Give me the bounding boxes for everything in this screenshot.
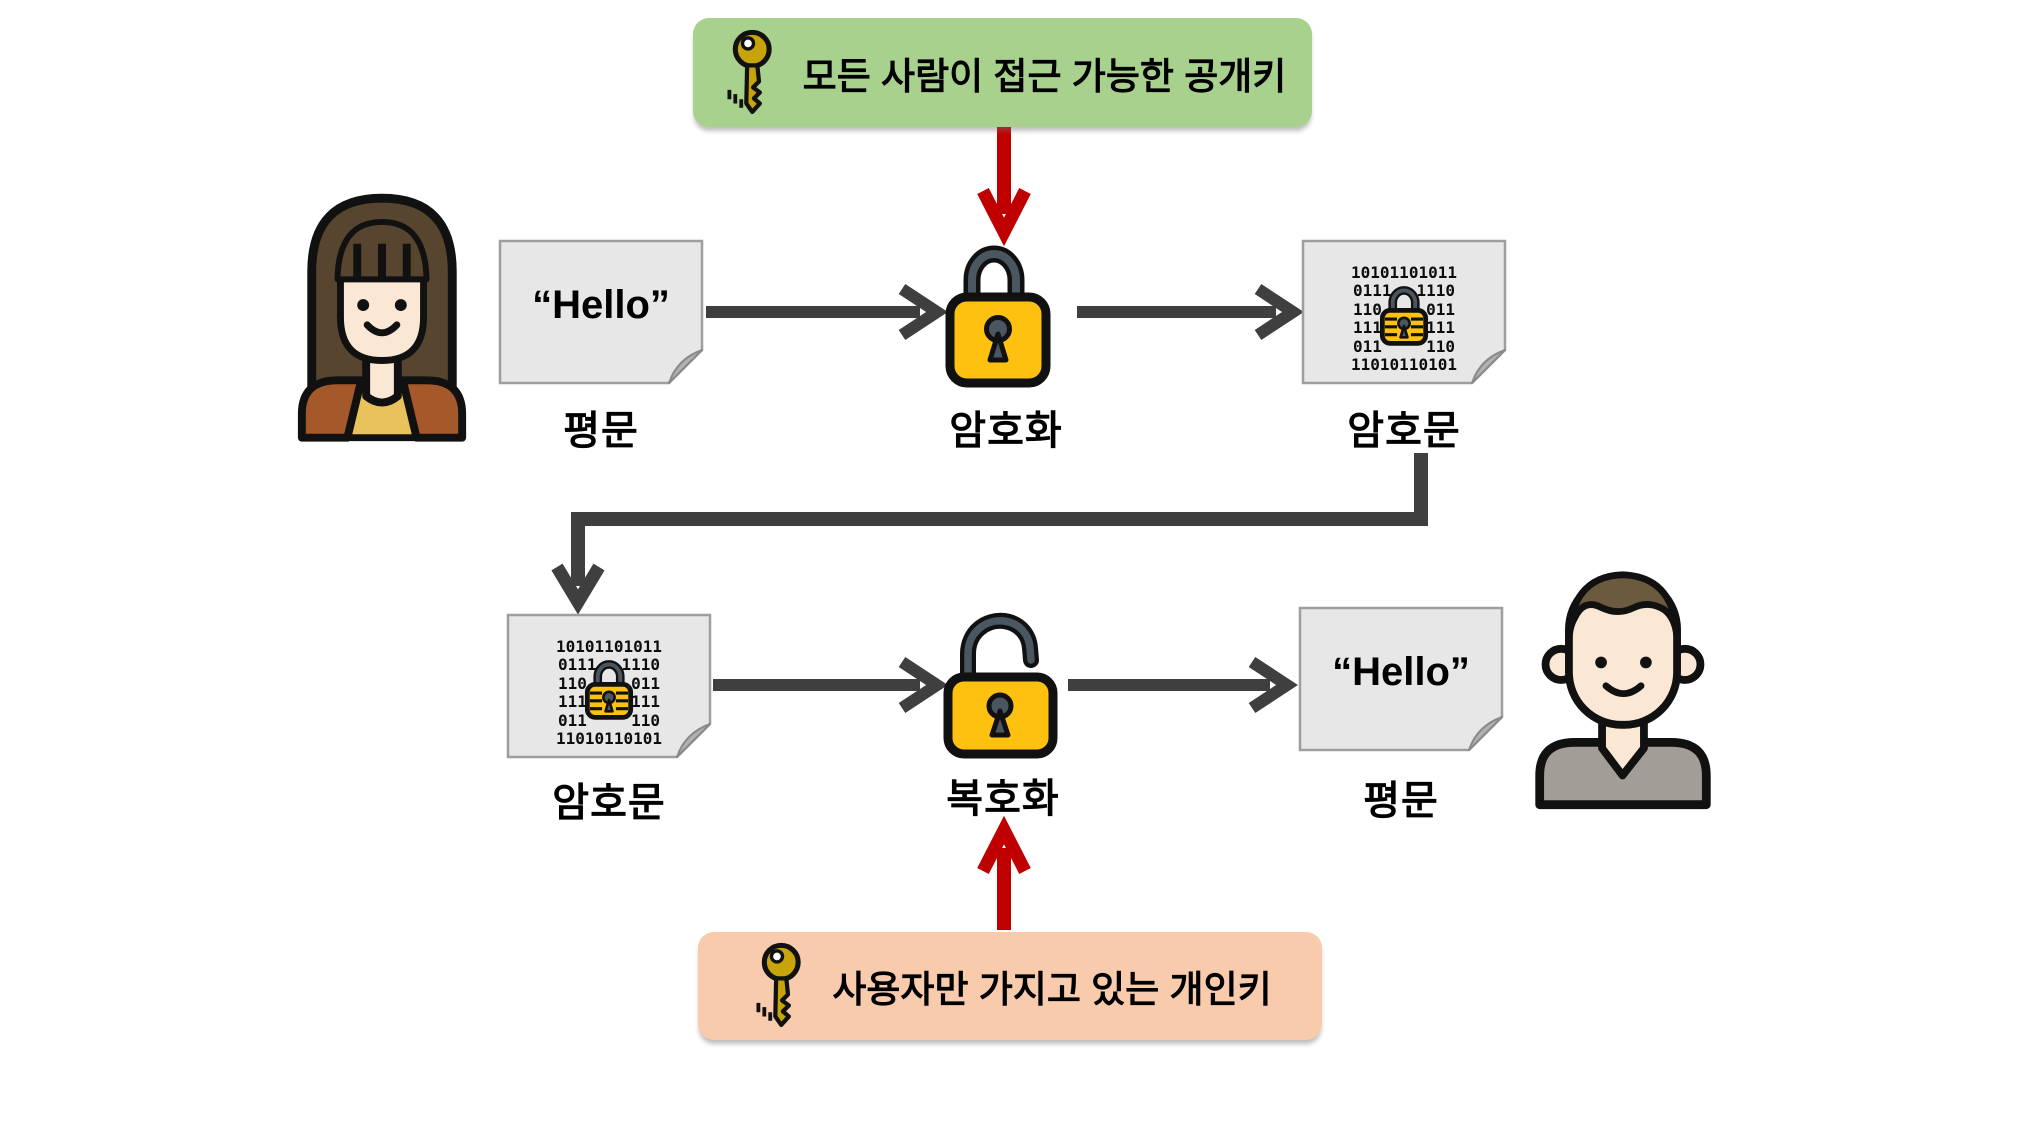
key-icon <box>727 29 772 114</box>
key-icon <box>756 942 802 1028</box>
encryption-to-ciphertext-arrow <box>1077 283 1304 341</box>
folded-corner <box>1468 716 1503 751</box>
folded-corner <box>668 349 703 384</box>
plaintext-label-receiver: 평문 <box>1363 779 1439 823</box>
bang-notch <box>378 243 386 280</box>
closed-padlock-icon <box>945 245 1051 388</box>
private-key-to-decryption-arrow <box>977 815 1031 930</box>
plaintext-message: “Hello” <box>532 282 670 327</box>
ciphertext-label-sender: 암호문 <box>1347 409 1461 453</box>
folded-corner <box>676 723 711 758</box>
public-key-to-encryption-arrow <box>977 127 1031 247</box>
open-padlock-icon <box>943 612 1058 759</box>
public-key-banner-label: 모든 사람이 접근 가능한 공개키 <box>802 55 1287 97</box>
decryption-label: 복호화 <box>946 777 1060 821</box>
woman-avatar <box>297 193 467 442</box>
mini-padlock-icon <box>584 660 634 720</box>
plaintext-label-sender: 평문 <box>563 409 639 453</box>
private-key-banner: 사용자만 가지고 있는 개인키 <box>698 932 1322 1040</box>
ciphertext-transfer-connector <box>551 453 1428 615</box>
plaintext-to-encryption-arrow <box>706 283 948 341</box>
private-key-banner-label: 사용자만 가지고 있는 개인키 <box>832 969 1272 1010</box>
plaintext-doc-sender: “Hello” <box>497 238 705 386</box>
public-key-banner: 모든 사람이 접근 가능한 공개키 <box>693 18 1312 127</box>
ciphertext-to-decryption-arrow <box>713 656 948 714</box>
decryption-to-plaintext-arrow <box>1068 656 1298 714</box>
ciphertext-label-receiver: 암호문 <box>552 781 666 825</box>
document-icon <box>1298 606 1504 752</box>
document-icon <box>498 239 704 385</box>
bang-notch <box>353 243 362 280</box>
plaintext-message: “Hello” <box>1332 649 1470 694</box>
bang-notch <box>402 243 411 280</box>
mini-padlock-icon <box>1379 286 1429 346</box>
plaintext-doc-receiver: “Hello” <box>1297 605 1505 753</box>
encryption-label: 암호화 <box>949 409 1063 453</box>
man-avatar <box>1535 571 1711 810</box>
folded-corner <box>1471 349 1506 384</box>
